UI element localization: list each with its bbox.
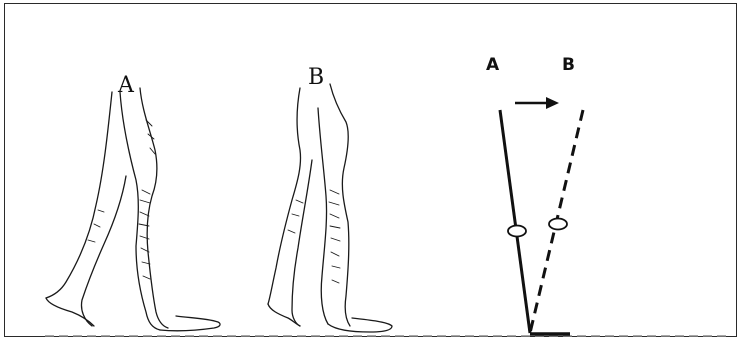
leg-a-illustration xyxy=(46,88,220,331)
arrow-right-icon xyxy=(515,97,559,109)
leg-a-label: A xyxy=(117,73,135,98)
limb-a-solid-line xyxy=(500,110,530,333)
knee-b-marker xyxy=(549,219,567,230)
limb-a-label: A xyxy=(486,55,500,75)
leg-b-label: B xyxy=(308,65,324,90)
knee-a-marker xyxy=(508,226,526,237)
leg-b-illustration xyxy=(268,84,392,332)
limb-b-label: B xyxy=(562,55,575,75)
